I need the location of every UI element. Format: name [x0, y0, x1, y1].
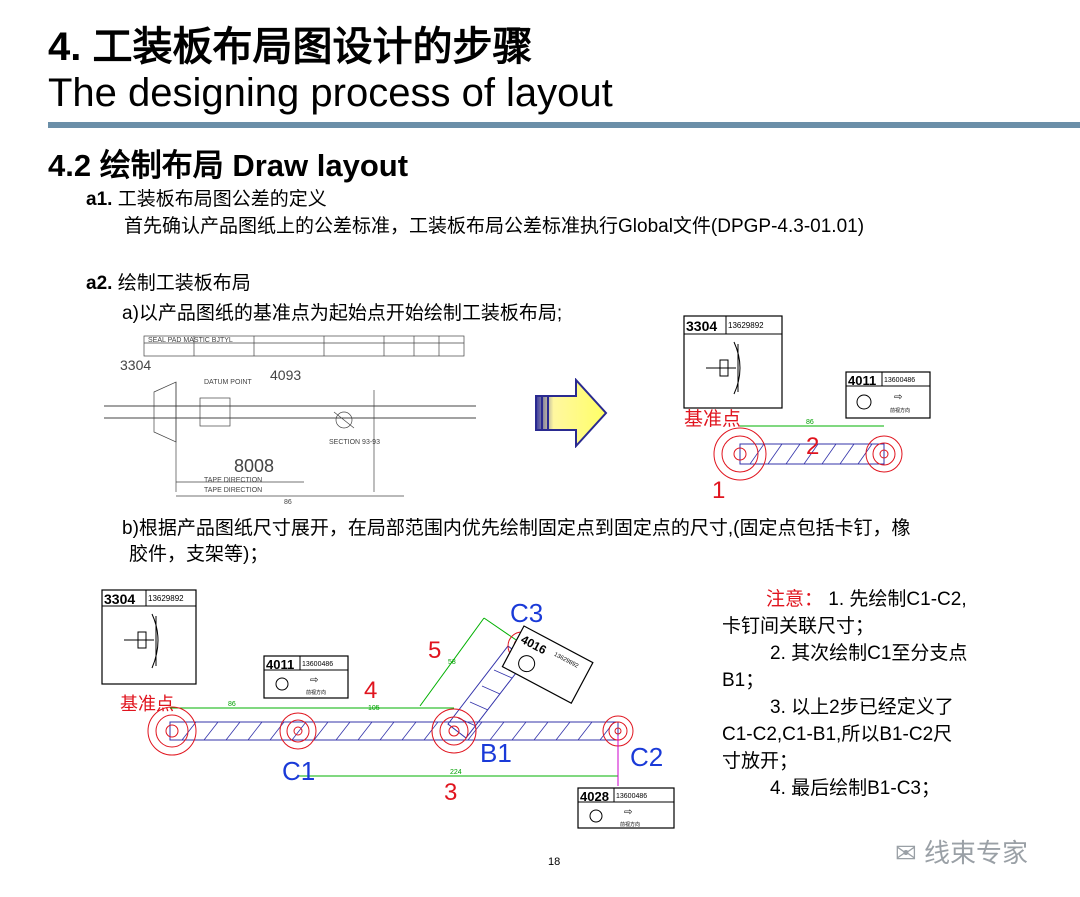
transition-arrow-icon [535, 378, 608, 448]
clip-head-icon-4028 [589, 809, 603, 823]
note-item1-b: 卡钉间关联尺寸； [722, 616, 875, 637]
note-item3-c: 寸放开； [722, 751, 799, 772]
product-dim-86: 86 [284, 499, 292, 506]
a2-title: 绘制工装板布局 [117, 273, 251, 294]
page-number: 18 [548, 856, 561, 868]
bottom-datum-label: 基准点 [120, 694, 174, 714]
a2-step-a: a)以产品图纸的基准点为起始点开始绘制工装板布局; [122, 303, 563, 324]
bottom-part-4028: 13600486 [616, 793, 647, 800]
bottom-part-3304: 13629892 [148, 594, 184, 603]
layout-drawing-step1: 3304 13629892 4011 13600486 ⇨ 前视方向 基准点 8… [683, 315, 931, 504]
a2-heading: a2. 绘制工装板布局 [86, 272, 251, 296]
page-title-en: The designing process of layout [48, 71, 613, 115]
top-dim-86: 86 [806, 419, 814, 426]
note-prefix: 注意： [766, 589, 824, 610]
dim-86: 86 [228, 701, 236, 708]
label-c2: C2 [630, 742, 663, 772]
bottom-label-4011: 4011 [266, 657, 294, 672]
top-label-4011: 4011 [848, 373, 876, 388]
label-b1: B1 [480, 738, 512, 768]
tape-direction-text-2: TAPE DIRECTION [204, 487, 262, 494]
dim-58: 58 [448, 659, 456, 666]
watermark: ✉ 线束专家 [895, 833, 1028, 870]
bottom-part-4011: 13600486 [302, 661, 333, 668]
note-item2-a: 2. 其次绘制C1至分支点 [770, 643, 968, 664]
section-text: SECTION 93-93 [329, 439, 380, 446]
product-label-3304: 3304 [120, 357, 151, 373]
label-c3: C3 [510, 598, 543, 628]
top-label-3304: 3304 [686, 318, 717, 334]
header-divider [48, 122, 1080, 128]
direction-arrow-icon: ⇨ [894, 392, 902, 403]
seal-pad-text: SEAL PAD MASTIC BJTYL [148, 337, 233, 344]
wechat-icon: ✉ [895, 838, 917, 868]
clip-4016-card: 4016 13629892 [501, 625, 594, 705]
top-part-3304: 13629892 [728, 321, 764, 330]
tape-direction-text-1: TAPE DIRECTION [204, 477, 262, 484]
bottom-arrow-direction-4028: 前视方向 [620, 821, 640, 828]
product-label-4093: 4093 [270, 367, 301, 383]
note-item1-a: 1. 先绘制C1-C2, [828, 589, 967, 610]
datum-point-text: DATUM POINT [204, 379, 252, 386]
top-part-4011: 13600486 [884, 377, 915, 384]
a2-step-b-line1: b)根据产品图纸尺寸展开，在局部范围内优先绘制固定点到固定点的尺寸,(固定点包括… [122, 518, 911, 539]
note-item4: 4. 最后绘制B1-C3； [770, 778, 940, 799]
clip-head-icon-4011 [275, 677, 289, 691]
dim-224: 224 [450, 769, 462, 776]
note-item3-b: C1-C2,C1-B1,所以B1-C2尺 [722, 724, 953, 745]
watermark-text: 线束专家 [924, 838, 1029, 868]
clip-head-icon [856, 394, 872, 410]
top-datum-label: 基准点 [684, 408, 741, 430]
top-step-num-2: 2 [806, 433, 819, 460]
a1-label: a1. [86, 189, 113, 210]
page-title-cn: 4. 工装板布局图设计的步骤 [48, 25, 533, 69]
top-step-num-1: 1 [712, 477, 725, 504]
clip-icon [706, 341, 741, 395]
label-c1: C1 [282, 756, 315, 786]
dim-105: 105 [368, 705, 380, 712]
clip-icon-bottom [124, 613, 159, 669]
section-title: 4.2 绘制布局 Draw layout [48, 148, 409, 183]
product-drawing: SEAL PAD MASTIC BJTYL DATUM POINT TAPE D… [104, 335, 476, 506]
a1-body: 首先确认产品图纸上的公差标准，工装板布局公差标准执行Global文件(DPGP-… [124, 216, 865, 237]
a2-step-b-line2: 胶件，支架等)； [129, 544, 269, 565]
a1-heading: a1. 工装板布局图公差的定义 [86, 188, 327, 212]
direction-arrow-icon-4011: ⇨ [310, 675, 318, 686]
bottom-label-4028: 4028 [580, 789, 609, 804]
note-block: 注意： 1. 先绘制C1-C2, 卡钉间关联尺寸； 2. 其次绘制C1至分支点 … [722, 586, 1052, 802]
note-item2-b: B1； [722, 670, 765, 691]
bottom-arrow-direction-4011: 前视方向 [306, 689, 326, 696]
a1-title: 工装板布局图公差的定义 [117, 189, 327, 210]
a2-label: a2. [86, 273, 113, 294]
step-num-3: 3 [444, 779, 457, 806]
direction-arrow-icon-4028: ⇨ [624, 807, 632, 818]
top-arrow-direction: 前视方向 [890, 407, 910, 414]
clip-head-icon-4016 [518, 655, 536, 673]
bottom-label-3304: 3304 [104, 591, 135, 607]
note-item3-a: 3. 以上2步已经定义了 [770, 697, 954, 718]
step-num-5: 5 [428, 637, 441, 664]
product-label-8008: 8008 [234, 456, 274, 476]
layout-drawing-step2: 3304 13629892 基准点 4011 13600486 ⇨ 前视方向 4… [101, 589, 675, 829]
step-num-4: 4 [364, 677, 377, 704]
